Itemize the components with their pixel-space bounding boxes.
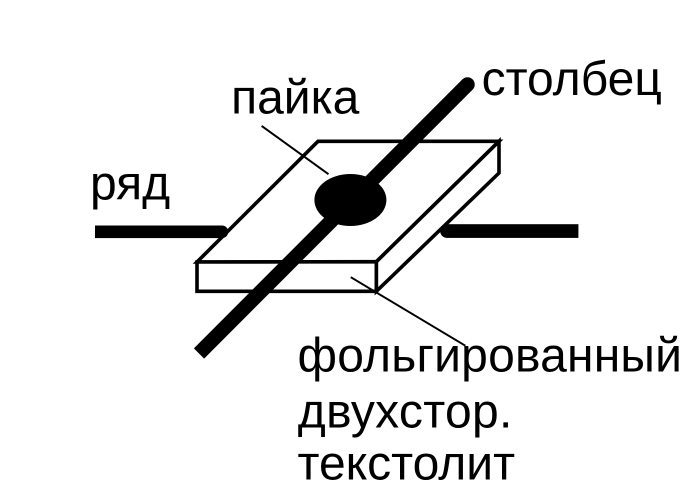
svg-text:пайка: пайка — [231, 72, 360, 125]
svg-text:столбец: столбец — [482, 53, 662, 106]
svg-text:ряд: ряд — [90, 157, 170, 210]
svg-text:текстолит: текстолит — [298, 438, 516, 491]
svg-text:двухстор.: двухстор. — [298, 385, 513, 438]
svg-text:фольгированный: фольгированный — [298, 329, 683, 382]
